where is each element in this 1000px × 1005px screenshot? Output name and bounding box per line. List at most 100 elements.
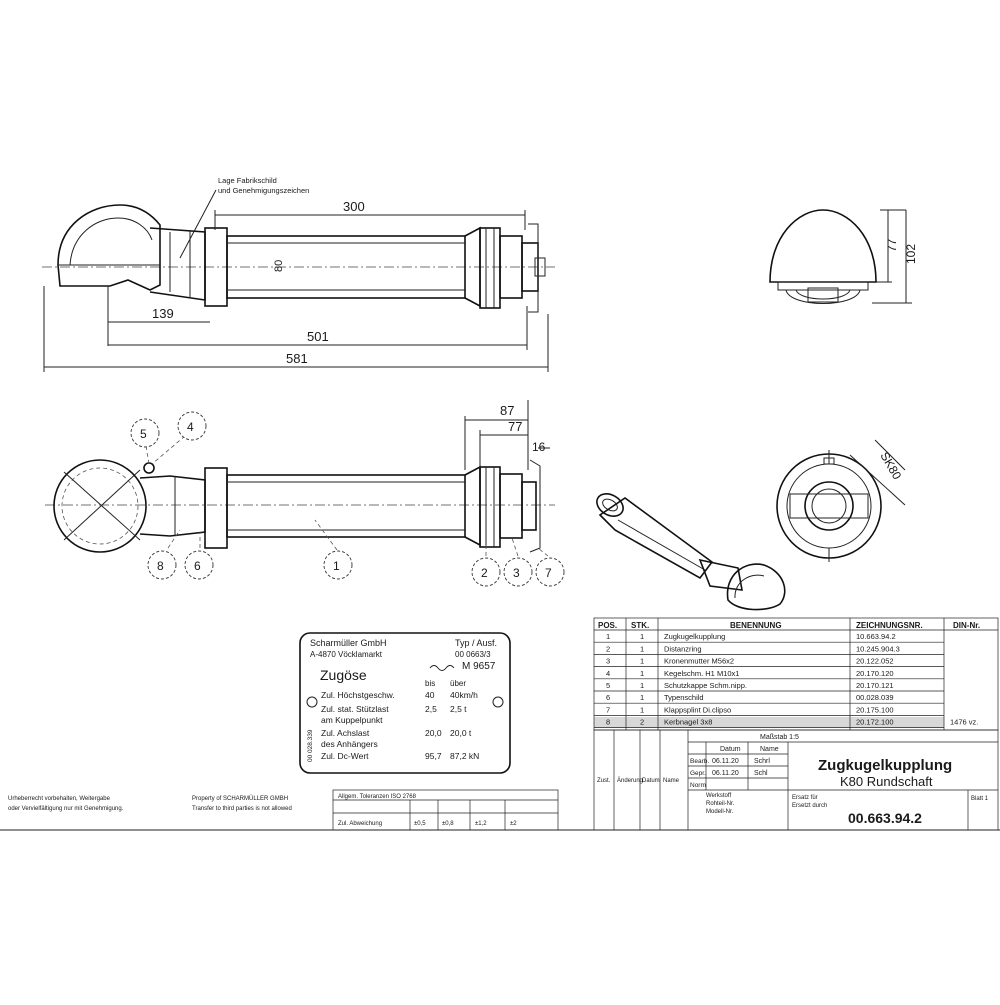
- parts-cell: 1: [640, 669, 644, 678]
- rev-col-datum: Datum: [642, 778, 660, 784]
- label-bearb: Bearb.: [690, 758, 709, 765]
- parts-cell: 1: [640, 632, 644, 641]
- end-view-sk80: SK80: [776, 439, 906, 562]
- isometric-view: [596, 493, 786, 611]
- label-gepr: Gepr.: [690, 770, 706, 777]
- parts-header-name: BENENNUNG: [730, 621, 782, 630]
- parts-cell: Zugkugelkupplung: [664, 632, 725, 641]
- parts-cell: 10.245.904.3: [856, 644, 900, 653]
- plate-side-text: 00 028.339: [307, 729, 314, 762]
- plate-type-value: 00 0663/3: [455, 650, 491, 659]
- parts-cell: 1476 vz.: [950, 718, 978, 727]
- dim-80-label: 80: [273, 260, 285, 272]
- balloon-label: 2: [481, 566, 488, 580]
- parts-cell: 20.122.052: [856, 657, 894, 666]
- balloon-label: 4: [187, 420, 194, 434]
- plate-row1-bis: 40: [425, 690, 435, 700]
- plate-row2-label: Zul. stat. Stützlast: [321, 704, 389, 714]
- copyright-line1: Urheberrecht vorbehalten, Weitergabe: [8, 796, 111, 802]
- tb-small-ersatz: Ersatz für: [792, 795, 818, 801]
- label-name: Name: [760, 746, 779, 753]
- parts-cell: 1: [640, 693, 644, 702]
- dim-581: 581: [286, 351, 308, 366]
- tolerance-header: Allgem. Toleranzen ISO 2768: [338, 794, 417, 800]
- balloon-7: 7: [535, 557, 565, 587]
- rev-col-name: Name: [663, 778, 680, 784]
- plate-company: Scharmüller GmbH: [310, 638, 387, 648]
- tolerance-v1: ±0,5: [414, 821, 426, 827]
- dim-87: 87: [500, 403, 514, 418]
- parts-cell: 00.028.039: [856, 693, 894, 702]
- title-scale: Maßstab 1:5: [760, 734, 799, 741]
- plate-col-bis: bis: [425, 679, 435, 688]
- dome-outline: [769, 209, 877, 283]
- balloon-5: 5: [130, 418, 160, 448]
- parts-cell: 2: [606, 644, 610, 653]
- label-norm: Norm: [690, 782, 706, 789]
- plate-address: A-4870 Vöcklamarkt: [310, 650, 383, 659]
- plate-row6-bis: 95,7: [425, 751, 442, 761]
- type-plate: Scharmüller GmbH A-4870 Vöcklamarkt Typ …: [299, 632, 511, 774]
- tb-small-werkstoff: Werkstoff: [706, 793, 731, 799]
- tolerance-v2: ±0,8: [442, 821, 454, 827]
- parts-list: POS. STK. BENENNUNG ZEICHNUNGSNR. DIN-Nr…: [593, 617, 999, 731]
- parts-cell: 8: [606, 718, 610, 727]
- balloon-label: 7: [545, 566, 552, 580]
- name-gepr: Schl: [754, 770, 768, 777]
- dim-139: 139: [152, 306, 174, 321]
- balloon-6: 6: [184, 550, 214, 580]
- drawing-title: Zugkugelkupplung: [818, 757, 952, 774]
- balloon-label: 8: [157, 559, 164, 573]
- plate-row1-label: Zul. Höchstgeschw.: [321, 690, 395, 700]
- parts-cell: 1: [640, 705, 644, 714]
- part-balloons: 5 4 8 6 1 2 3 7: [130, 411, 565, 587]
- drawing-number: 00.663.94.2: [848, 810, 922, 826]
- balloon-label: 1: [333, 559, 340, 573]
- parts-header-stk: STK.: [631, 621, 649, 630]
- plate-mark: M 9657: [462, 661, 496, 672]
- side-view-top: 80 Lage Fabrikschild und Genehmigungszei…: [42, 176, 555, 372]
- parts-header-drawing: ZEICHNUNGSNR.: [856, 621, 923, 630]
- parts-cell: Distanzring: [664, 644, 702, 653]
- dim-300: 300: [343, 199, 365, 214]
- label-datum: Datum: [720, 746, 741, 753]
- plate-row2-bis: 2,5: [425, 704, 437, 714]
- dim-16: 16: [532, 440, 546, 454]
- note-label-line1: Lage Fabrikschild: [218, 176, 277, 185]
- parts-cell: 1: [640, 681, 644, 690]
- coupling-head-outline: [57, 204, 161, 291]
- parts-cell: 7: [606, 705, 610, 714]
- drawing-subtitle: K80 Rundschaft: [840, 774, 933, 789]
- note-label-line2: und Genehmigungszeichen: [218, 186, 309, 195]
- title-block: Maßstab 1:5 Datum Name Bearb. Gepr. Norm…: [593, 729, 999, 831]
- parts-cell: 4: [606, 669, 610, 678]
- parts-cell: 20.172.100: [856, 718, 894, 727]
- plate-row5-label: des Anhängers: [321, 739, 378, 749]
- tolerance-v3: ±1,2: [475, 821, 487, 827]
- parts-cell: 10.663.94.2: [856, 632, 896, 641]
- balloon-3: 3: [503, 557, 533, 587]
- date-bearb: 06.11.20: [712, 758, 739, 765]
- date-gepr: 06.11.20: [712, 770, 739, 777]
- parts-cell: Kegelschm. H1 M10x1: [664, 669, 739, 678]
- balloon-4: 4: [177, 411, 207, 441]
- parts-cell: Klappsplint Di.clipso: [664, 705, 731, 714]
- tb-small-modell: Modell-Nr.: [706, 809, 734, 815]
- parts-cell: 3: [606, 657, 610, 666]
- copyright-line2: oder Vervielfältigung nur mit Genehmigun…: [8, 806, 124, 812]
- footer-strip: Urheberrecht vorbehalten, Weitergabe ode…: [0, 789, 1000, 831]
- parts-cell: 20.175.100: [856, 705, 894, 714]
- plate-row6-label: Zul. Dc-Wert: [321, 751, 369, 761]
- dim-102: 102: [904, 244, 918, 264]
- name-bearb: Schrl: [754, 758, 770, 765]
- balloon-label: 3: [513, 566, 520, 580]
- property-line2: Transfer to third parties is not allowed: [192, 806, 292, 812]
- tb-small-ersetzt: Ersetzt durch: [792, 803, 827, 809]
- parts-cell: Kerbnagel 3x8: [664, 718, 712, 727]
- plate-row4-bis: 20,0: [425, 728, 442, 738]
- rev-col-aenderung: Änderung: [617, 777, 643, 784]
- parts-cell: 20.170.120: [856, 669, 894, 678]
- end-view-top: 77 102: [769, 209, 918, 304]
